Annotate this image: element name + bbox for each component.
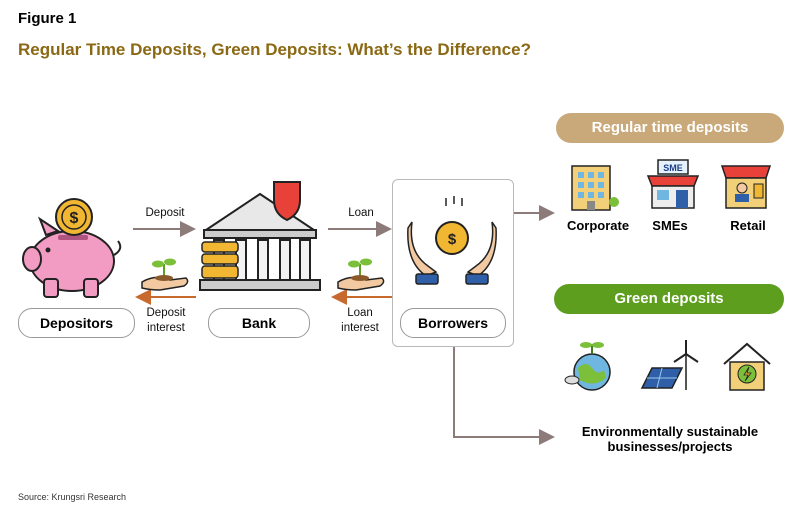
retail-shop-icon: [720, 165, 772, 209]
earth-plant-icon: [564, 342, 611, 391]
coin-dollar-sign: $: [448, 231, 457, 248]
hand-sprout-icon: [337, 258, 385, 291]
coin-dollar-sign: $: [70, 210, 79, 227]
green-home-energy-icon: [723, 342, 771, 391]
deposit-interest-line2: interest: [147, 322, 185, 334]
source-note: Source: Krungsri Research: [18, 492, 127, 502]
piggy-bank-icon: $: [22, 198, 122, 298]
deposit-interest-label: Deposit interest: [138, 306, 194, 336]
corporate-label: Corporate: [566, 218, 630, 233]
green-deposits-banner: Green deposits: [554, 284, 784, 314]
loan-label: Loan: [348, 207, 374, 219]
sme-shop-icon: SME: [646, 159, 700, 209]
hands-coin-icon: $: [407, 196, 497, 285]
bank-node: Bank: [208, 308, 310, 338]
figure-label: Figure 1: [18, 10, 77, 27]
loan-interest-line2: interest: [341, 322, 379, 334]
corporate-building-icon: [571, 165, 619, 211]
regular-deposits-banner: Regular time deposits: [556, 113, 784, 143]
green-caption: Environmentally sustainable businesses/p…: [560, 424, 780, 454]
loan-interest-line1: Loan: [347, 307, 373, 319]
deposit-interest-line1: Deposit: [146, 307, 186, 319]
bank-icon: [199, 181, 321, 291]
green-caption-line2: businesses/projects: [607, 439, 733, 454]
solar-wind-icon: [640, 340, 699, 390]
hand-sprout-icon: [141, 258, 189, 291]
loan-interest-label: Loan interest: [332, 306, 388, 336]
sme-sign-text: SME: [663, 163, 683, 173]
borrowers-node: Borrowers: [400, 308, 506, 338]
retail-label: Retail: [730, 218, 766, 233]
green-arrow: [453, 345, 555, 445]
green-caption-line1: Environmentally sustainable: [581, 424, 759, 439]
deposit-label: Deposit: [145, 207, 185, 219]
depositors-node: Depositors: [18, 308, 135, 338]
page-title: Regular Time Deposits, Green Deposits: W…: [18, 40, 531, 59]
smes-label: SMEs: [652, 218, 688, 233]
